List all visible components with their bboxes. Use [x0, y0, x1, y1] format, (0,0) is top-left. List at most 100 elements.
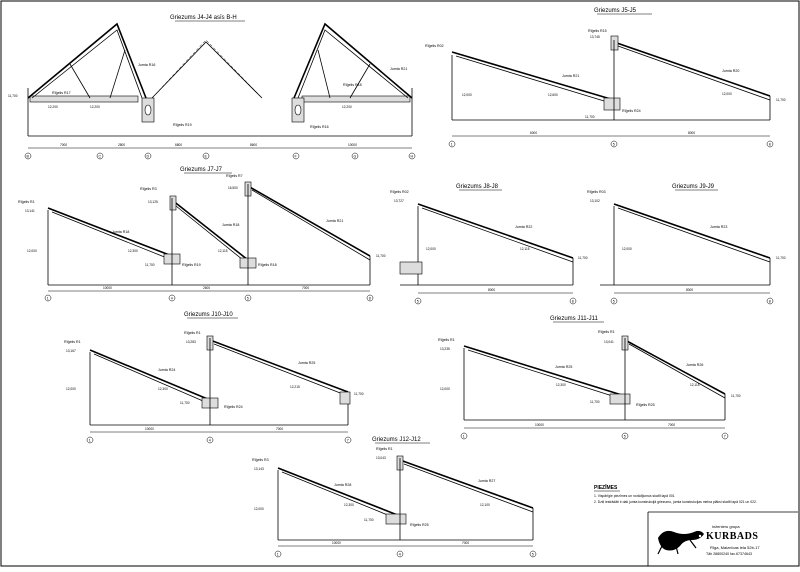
grid-label: 8 — [369, 296, 371, 300]
level-mark: 13,283 — [186, 340, 196, 344]
level-mark: 12,300 — [158, 387, 168, 391]
grid-label: 4 — [171, 296, 173, 300]
level-mark: 13,727 — [394, 199, 404, 203]
grid-label: C — [99, 154, 102, 158]
grid-axes: 1 5 7 — [460, 432, 729, 440]
level-mark: 13,041 — [604, 340, 614, 344]
level-mark: 12,000 — [722, 92, 732, 96]
label-jumta: Jumta R24 — [158, 368, 175, 372]
dimension: 10000 — [535, 423, 544, 427]
dimension: 7000 — [60, 143, 67, 147]
level-mark: 12,115 — [690, 383, 700, 387]
level-mark: 12,300 — [556, 383, 566, 387]
dimension: 8000 — [688, 131, 695, 135]
dimension: 10000 — [103, 286, 112, 290]
grid-label: 8 — [769, 299, 771, 303]
dimension: 7000 — [668, 423, 675, 427]
section-j11-title: Griezums J11-J11 — [550, 316, 598, 322]
grid-label: 5 — [613, 142, 615, 146]
level-mark: 12,000 — [66, 387, 76, 391]
note-item: 1. Vispārīgie piezīmes un norādījumus sk… — [594, 494, 675, 498]
label-rigelis: Rīģelis R15 — [588, 28, 607, 33]
dimension: 10000 — [348, 143, 357, 147]
grid-label: 7 — [724, 434, 726, 438]
level-mark: 13,745 — [590, 35, 600, 39]
section-j9-title: Griezums J9-J9 — [672, 184, 715, 190]
label-jumta: Jumta R20 — [722, 69, 739, 73]
level-mark: 11,700 — [731, 394, 741, 398]
label-jumta: Jumta R25 — [555, 365, 572, 369]
grid-label: 7 — [347, 438, 349, 442]
lizard-logo-icon — [657, 530, 704, 555]
grid-label: 1 — [89, 438, 91, 442]
grid-label: 8 — [572, 299, 574, 303]
label-jumta: Jumta R23 — [710, 225, 727, 229]
grid-label: 8 — [769, 142, 771, 146]
label-jumta: Jumta R21 — [562, 74, 579, 78]
level-mark: 12,000 — [426, 247, 436, 251]
dimension: 8000 — [686, 288, 693, 292]
label-rigelis: Rīģelis R18 — [258, 262, 277, 267]
section-j10-title: Griezums J10-J10 — [184, 312, 233, 318]
company-name: KURBADS — [706, 531, 758, 542]
dimension: 7000 — [302, 286, 309, 290]
grid-label: 5 — [247, 296, 249, 300]
level-mark: 12,115 — [218, 249, 228, 253]
section-j9: Griezums J9-J9 Rīģelis R03 Jumta R23 13,… — [587, 184, 786, 305]
level-mark: 11,700 — [354, 392, 364, 396]
section-j10: Griezums J10-J10 Rīģelis R1 Rīģelis R1 J… — [64, 312, 364, 444]
grid-label: H — [411, 154, 414, 158]
level-mark: 11,700 — [776, 98, 786, 102]
dimension: 2600 — [203, 286, 210, 290]
label-rigelis: Rīģelis R02 — [390, 189, 409, 194]
label-rigelis: Rīģelis R25 — [636, 402, 655, 407]
label-rigelis: Rīģelis R17 — [52, 90, 71, 95]
level-mark: 11,700 — [776, 256, 786, 260]
dimension: 7000 — [276, 427, 283, 431]
grid-label: 1 — [463, 434, 465, 438]
label-rigelis: Rīģelis R24 — [224, 404, 243, 409]
level-mark: 12,000 — [254, 507, 264, 511]
note-item: 2. Dziļi iestrādāti ir dati jumta konstr… — [594, 500, 757, 504]
section-j5: Griezums J5-J5 Rīģelis R02 Rīģelis R15 J… — [425, 8, 786, 148]
level-mark: 12,000 — [462, 93, 472, 97]
grid-label: E — [205, 154, 208, 158]
level-mark: 11,700 — [590, 400, 600, 404]
label-jumta: Jumta R18 — [112, 230, 129, 234]
level-mark: 12,000 — [622, 247, 632, 251]
grid-label: 1 — [47, 296, 49, 300]
level-mark: 12,000 — [440, 387, 450, 391]
dimension: 10000 — [145, 427, 154, 431]
level-mark: 13,102 — [590, 199, 600, 203]
label-rigelis: Rīģelis R18 — [343, 82, 362, 87]
level-mark: 11,700 — [145, 263, 155, 267]
section-j12-title: Griezums J12-J12 — [372, 437, 421, 443]
grid-axes: 5 8 — [414, 297, 577, 305]
level-mark: 12,200 — [342, 105, 352, 109]
grid-label: 1 — [277, 552, 279, 556]
grid-axes: 1 4 5 — [274, 550, 537, 558]
section-j8: Griezums J8-J8 Rīģelis R02 Jumta R22 13,… — [390, 184, 588, 305]
company-contacts: Tālr 28800240 fax.67374643 — [706, 552, 752, 556]
label-rigelis: Rīģelis R1 — [64, 339, 81, 344]
label-jumta: Jumta R21 — [326, 219, 343, 223]
section-j4: Griezums J4-J4 asīs B-H Rīģelis R17 Jumt… — [8, 15, 416, 160]
dimension: 2800 — [118, 143, 125, 147]
level-mark: 12,100 — [480, 503, 490, 507]
section-j11: Griezums J11-J11 Rīģelis R1 Rīģelis R1 J… — [438, 316, 741, 440]
notes-heading: PIEZĪMES — [594, 484, 618, 491]
level-mark: 13,143 — [254, 467, 264, 471]
label-jumta: Jumta R16 — [138, 63, 155, 67]
level-mark: 12,215 — [290, 385, 300, 389]
dimension: 10000 — [332, 541, 341, 545]
grid-axes: 5 8 — [610, 297, 774, 305]
label-rigelis: Rīģelis R3 — [252, 457, 269, 462]
company-address: Rīga, Maiznīcas iela 52b-17 — [710, 545, 760, 550]
label-rigelis: Rīģelis R1 — [598, 329, 615, 334]
grid-label: 5 — [532, 552, 534, 556]
section-j8-title: Griezums J8-J8 — [456, 184, 499, 190]
grid-label: 4 — [209, 438, 211, 442]
section-j7: Griezums J7-J7 Rīģelis R1 Rīģelis R3 Rīģ… — [18, 167, 386, 302]
